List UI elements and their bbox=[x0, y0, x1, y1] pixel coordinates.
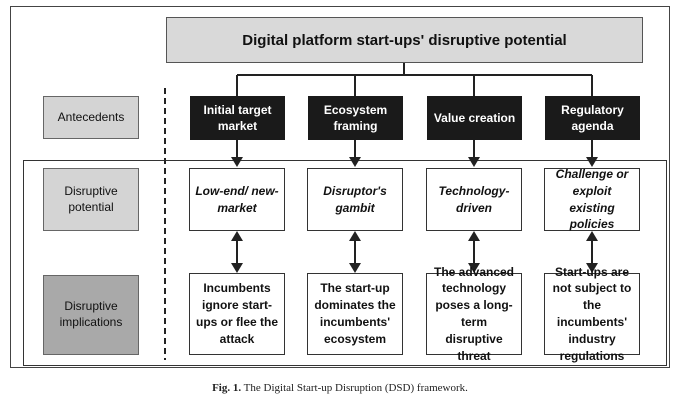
row-label-potential: Disruptive potential bbox=[43, 168, 139, 231]
potential-implications-panel bbox=[23, 160, 667, 366]
potential-disruptors-gambit: Disruptor's gambit bbox=[307, 168, 403, 231]
antecedent-initial-target-market: Initial target market bbox=[190, 96, 285, 140]
diagram-title: Digital platform start-ups' disruptive p… bbox=[166, 17, 643, 63]
caption-text: The Digital Start-up Disruption (DSD) fr… bbox=[243, 382, 468, 394]
row-label-antecedents: Antecedents bbox=[43, 96, 139, 139]
arrow-down-4 bbox=[586, 140, 598, 167]
antecedent-ecosystem-framing: Ecosystem framing bbox=[308, 96, 403, 140]
caption-label: Fig. 1. bbox=[212, 382, 242, 394]
potential-low-end-new-market: Low-end/ new-market bbox=[189, 168, 285, 231]
figure-caption: Fig. 1. The Digital Start-up Disruption … bbox=[0, 382, 680, 394]
double-arrow-4 bbox=[586, 231, 598, 273]
implication-startup-dominates: The start-up dominates the incumbents' e… bbox=[307, 273, 403, 355]
implication-not-subject-regulations: Start-ups are not subject to the incumbe… bbox=[544, 265, 640, 363]
arrow-down-1 bbox=[231, 140, 243, 167]
potential-technology-driven: Technology-driven bbox=[426, 168, 522, 231]
antecedent-regulatory-agenda: Regulatory agenda bbox=[545, 96, 640, 140]
arrow-down-3 bbox=[468, 140, 480, 167]
arrow-down-2 bbox=[349, 140, 361, 167]
row-label-implications: Disruptive implications bbox=[43, 275, 139, 355]
double-arrow-3 bbox=[468, 231, 480, 273]
antecedent-value-creation: Value creation bbox=[427, 96, 522, 140]
double-arrow-1 bbox=[231, 231, 243, 273]
potential-challenge-policies: Challenge or exploit existing policies bbox=[544, 167, 640, 231]
implication-incumbents-ignore: Incumbents ignore start-ups or flee the … bbox=[189, 273, 285, 355]
implication-long-term-threat: The advanced technology poses a long-ter… bbox=[426, 265, 522, 363]
double-arrow-2 bbox=[349, 231, 361, 273]
